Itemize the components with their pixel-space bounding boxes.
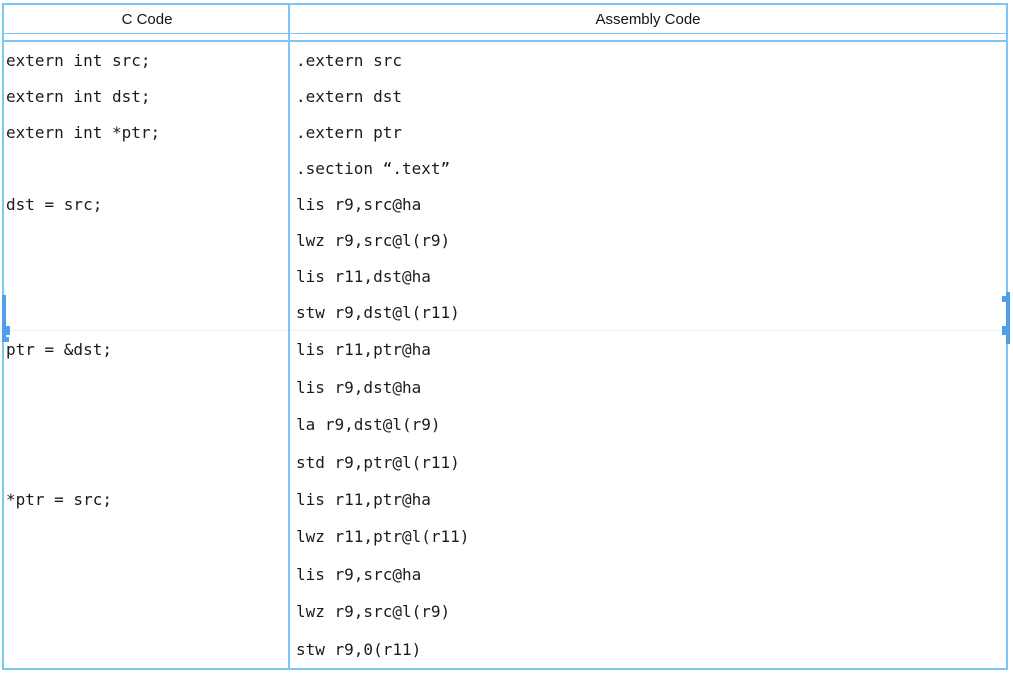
column-header-c-code: C Code bbox=[121, 10, 173, 28]
c-code-line bbox=[4, 631, 290, 668]
c-code-line bbox=[4, 294, 290, 330]
column-header-assembly-code: Assembly Code bbox=[595, 10, 701, 28]
asm-code-line: stw r9,dst@l(r11) bbox=[296, 302, 460, 322]
c-code-line bbox=[4, 222, 290, 258]
c-code-cell: ptr = &dst; *ptr = src; bbox=[4, 331, 290, 668]
c-code-line bbox=[4, 368, 290, 405]
c-code-line bbox=[4, 593, 290, 630]
row-boundary-notch-right-mid[interactable] bbox=[1002, 326, 1006, 335]
c-code-line bbox=[4, 518, 290, 555]
row-boundary-notch-left-small[interactable] bbox=[6, 337, 9, 342]
asm-code-line: stw r9,0(r11) bbox=[296, 639, 422, 659]
c-code-line: *ptr = src; bbox=[6, 489, 112, 509]
c-code-line bbox=[4, 443, 290, 480]
asm-code-line: lwz r9,src@l(r9) bbox=[296, 602, 451, 622]
c-code-line: extern int src; bbox=[6, 50, 151, 70]
c-code-line: extern int dst; bbox=[6, 86, 151, 106]
assembly-code-cell: lis r11,ptr@ha lis r9,dst@ha la r9,dst@l… bbox=[290, 331, 1006, 668]
header-double-rule bbox=[4, 34, 1006, 42]
asm-code-line: std r9,ptr@l(r11) bbox=[296, 452, 460, 472]
asm-code-line: lwz r9,src@l(r9) bbox=[296, 230, 451, 250]
row-boundary-notch-left[interactable] bbox=[6, 326, 10, 335]
table-row: ptr = &dst; *ptr = src; lis r11,ptr@ha l… bbox=[4, 331, 1006, 668]
asm-code-line: lis r9,src@ha bbox=[296, 564, 422, 584]
asm-code-line: la r9,dst@l(r9) bbox=[296, 415, 441, 435]
asm-code-line: lis r11,dst@ha bbox=[296, 266, 431, 286]
c-code-line: extern int *ptr; bbox=[6, 122, 161, 142]
assembly-code-cell: .extern src .extern dst .extern ptr .sec… bbox=[290, 42, 1006, 330]
c-code-line: dst = src; bbox=[6, 194, 103, 214]
c-code-line: ptr = &dst; bbox=[6, 340, 112, 360]
row-boundary-drag-handle-left[interactable] bbox=[2, 295, 6, 342]
c-code-cell: extern int src; extern int dst; extern i… bbox=[4, 42, 290, 330]
c-code-line bbox=[4, 150, 290, 186]
c-code-line bbox=[4, 556, 290, 593]
asm-code-line: lis r9,dst@ha bbox=[296, 377, 422, 397]
c-code-line bbox=[4, 406, 290, 443]
asm-code-line: .extern ptr bbox=[296, 122, 402, 142]
table-header-row: C Code Assembly Code bbox=[4, 5, 1006, 34]
code-comparison-table: C Code Assembly Code extern int src; ext… bbox=[2, 3, 1008, 670]
c-code-line bbox=[4, 258, 290, 294]
asm-code-line: lis r11,ptr@ha bbox=[296, 340, 431, 360]
row-boundary-drag-handle-right[interactable] bbox=[1006, 292, 1010, 344]
asm-code-line: lwz r11,ptr@l(r11) bbox=[296, 527, 470, 547]
asm-code-line: .extern dst bbox=[296, 86, 402, 106]
asm-code-line: .extern src bbox=[296, 50, 402, 70]
table-body: extern int src; extern int dst; extern i… bbox=[4, 42, 1006, 668]
table-row: extern int src; extern int dst; extern i… bbox=[4, 42, 1006, 331]
row-boundary-notch-right-top[interactable] bbox=[1002, 296, 1006, 302]
asm-code-line: .section “.text” bbox=[296, 158, 451, 178]
asm-code-line: lis r11,ptr@ha bbox=[296, 489, 431, 509]
asm-code-line: lis r9,src@ha bbox=[296, 194, 422, 214]
column-divider bbox=[288, 5, 290, 668]
